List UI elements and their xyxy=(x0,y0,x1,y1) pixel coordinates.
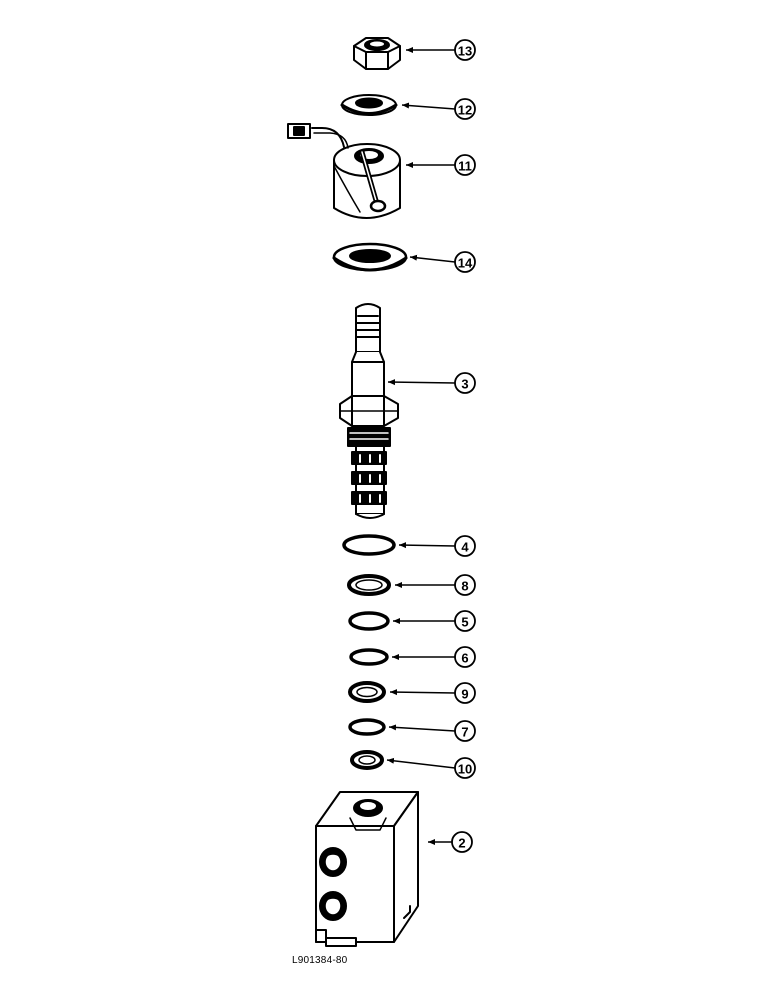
callout-circle-4 xyxy=(454,535,476,557)
backup-ring-9 xyxy=(348,681,386,703)
callout-label-12: 12 xyxy=(458,103,472,118)
callout-circle-9 xyxy=(454,682,476,704)
callout-circle-12 xyxy=(454,98,476,120)
callout-label-10: 10 xyxy=(458,762,472,777)
leader-line-3 xyxy=(387,379,456,386)
leader-line-4 xyxy=(398,542,456,549)
callout-label-5: 5 xyxy=(461,615,468,630)
o-ring-4 xyxy=(342,534,396,556)
o-ring-7 xyxy=(348,718,386,736)
callout-circle-3 xyxy=(454,372,476,394)
callout-label-3: 3 xyxy=(461,377,468,392)
hex-nut xyxy=(353,37,401,70)
large-washer xyxy=(332,242,408,272)
callout-label-11: 11 xyxy=(458,159,472,174)
callout-circle-11 xyxy=(454,154,476,176)
leader-line-7 xyxy=(388,724,456,732)
callout-circle-2 xyxy=(451,831,473,853)
callout-label-4: 4 xyxy=(461,540,469,555)
o-ring-6 xyxy=(349,648,389,666)
small-washer xyxy=(340,94,398,116)
callout-label-7: 7 xyxy=(461,725,468,740)
backup-ring-10 xyxy=(350,750,384,770)
callout-label-14: 14 xyxy=(458,256,473,271)
callout-circle-8 xyxy=(454,574,476,596)
callout-label-9: 9 xyxy=(461,687,468,702)
callout-circle-5 xyxy=(454,610,476,632)
callout-label-6: 6 xyxy=(461,651,468,666)
callout-label-2: 2 xyxy=(458,836,465,851)
callout-circle-10 xyxy=(454,757,476,779)
valve-cartridge xyxy=(339,303,399,519)
valve-body xyxy=(315,791,419,947)
leader-line-9 xyxy=(389,689,456,696)
o-ring-5 xyxy=(348,611,390,631)
leader-line-12 xyxy=(401,102,456,110)
figure-code: L901384-80 xyxy=(292,955,348,966)
callout-label-8: 8 xyxy=(461,579,468,594)
callout-circle-6 xyxy=(454,646,476,668)
callout-circle-14 xyxy=(454,251,476,273)
solenoid-coil xyxy=(287,123,401,219)
callout-label-13: 13 xyxy=(458,44,472,59)
leader-line-14 xyxy=(409,254,456,263)
leader-line-10 xyxy=(386,757,456,769)
callout-circle-7 xyxy=(454,720,476,742)
backup-ring-8 xyxy=(347,574,391,596)
callout-circle-13 xyxy=(454,39,476,61)
